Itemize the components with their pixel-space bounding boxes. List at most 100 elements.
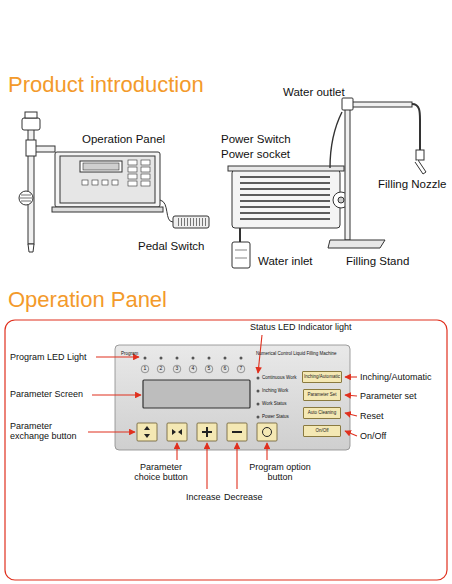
control-panel-circle <box>192 357 195 360</box>
callout-label: On/Off <box>360 431 386 441</box>
status-led-label: Power Status <box>262 415 289 420</box>
callout-arrows-line <box>236 443 237 489</box>
left-machine-rect <box>176 218 206 226</box>
right-machine-rect <box>342 98 353 110</box>
panel-button: Inching/Automatic <box>302 371 342 383</box>
callout-label: Inching/Automatic <box>360 372 432 382</box>
callout-label: Parameter Screen <box>10 389 83 399</box>
panel-print: Numerical Control Liquid Filling Machine <box>256 352 337 357</box>
control-panel-path <box>202 427 212 437</box>
control-panel-circle <box>263 428 272 437</box>
control-panel-circle <box>205 365 213 373</box>
left-machine-rect <box>92 180 98 185</box>
left-machine-rect <box>25 112 37 118</box>
callout-label: Decrease <box>224 492 263 502</box>
control-panel-path <box>172 429 182 435</box>
left-machine-rect <box>173 216 209 228</box>
left-machine-path <box>28 244 34 252</box>
left-machine-rect <box>52 207 163 212</box>
button-text: Inching/Automatic <box>304 375 340 380</box>
control-panel-circle <box>141 365 149 373</box>
callout-arrows-line <box>96 356 139 357</box>
left-machine-rect <box>128 167 137 172</box>
led-number: 1 <box>143 366 148 371</box>
callout-arrows-line <box>345 376 357 377</box>
control-panel-circle <box>189 365 197 373</box>
right-machine-path <box>239 228 241 242</box>
panel-button: Parameter Set <box>303 389 341 401</box>
led-number: 6 <box>223 366 228 371</box>
callout-label: Parameter set <box>360 391 417 401</box>
callout-arrows-line <box>92 394 141 395</box>
control-panel-rect <box>137 423 157 441</box>
control-panel-rect <box>143 380 250 408</box>
panel-button: Auto Cleaning <box>303 407 341 419</box>
right-machine-rect <box>350 102 412 107</box>
callout-arrows-line <box>206 443 207 489</box>
left-machine-path <box>20 195 32 201</box>
led-number: 7 <box>239 366 244 371</box>
button-text: On/Off <box>315 429 328 434</box>
left-machine-path <box>160 200 173 222</box>
right-machine-path <box>415 160 426 174</box>
left-machine <box>19 112 209 252</box>
left-machine-rect <box>128 160 137 165</box>
control-panel-circle <box>208 357 211 360</box>
left-machine-rect <box>102 180 108 185</box>
control-panel-circle <box>240 357 243 360</box>
callout-label: Parameter choice button <box>130 462 192 483</box>
control-panel-rect <box>227 423 247 441</box>
callout-arrows-line <box>266 443 267 460</box>
left-machine-rect <box>128 181 137 186</box>
section-heading: Product introduction <box>8 72 204 97</box>
control-panel-rect <box>257 423 277 441</box>
control-panel-circle <box>237 365 245 373</box>
part-name: Power Switch <box>221 133 291 146</box>
panel-button: On/Off <box>303 425 341 437</box>
left-machine-rect <box>141 174 150 179</box>
part-name: Pedal Switch <box>138 240 204 253</box>
panel-frame-rect <box>5 320 447 580</box>
control-panel-circle <box>160 357 163 360</box>
left-machine-circle <box>19 191 33 205</box>
right-machine-rect <box>232 242 250 268</box>
right-machine-rect <box>240 176 330 222</box>
callout-arrows-line <box>345 431 357 436</box>
right-machine-path <box>330 112 342 168</box>
callout-arrows-line <box>345 413 357 416</box>
left-machine-rect <box>128 174 137 179</box>
left-machine-rect <box>82 180 88 185</box>
control-panel-circle <box>176 357 179 360</box>
part-name: Water outlet <box>283 86 345 99</box>
status-led-label: Continuous Work <box>262 376 296 381</box>
callout-arrows-line <box>176 443 177 460</box>
right-machine-path <box>235 250 247 258</box>
callout-label: Program LED Light <box>10 352 87 362</box>
callout-label: Parameter exchange button <box>10 421 88 442</box>
led-number: 2 <box>159 366 164 371</box>
left-machine-rect <box>141 181 150 186</box>
control-panel-rect <box>167 423 187 441</box>
right-machine-path <box>412 104 420 152</box>
right-machine-rect <box>416 150 424 160</box>
part-name: Operation Panel <box>82 133 165 146</box>
control-panel-circle <box>257 416 260 419</box>
control-panel-path <box>144 426 150 438</box>
part-name: Water inlet <box>258 255 313 268</box>
control-panel-circle <box>224 357 227 360</box>
right-machine-circle <box>338 197 344 203</box>
button-text: Parameter Set <box>307 393 336 398</box>
left-machine-rect <box>22 118 40 130</box>
callout-arrows <box>88 335 357 489</box>
right-machine-rect <box>228 166 344 171</box>
panel-print: Program <box>121 352 138 357</box>
control-panel-circle <box>221 365 229 373</box>
control-panel <box>115 345 350 450</box>
left-machine-rect <box>141 167 150 172</box>
part-name: Filling Stand <box>346 255 409 268</box>
right-machine-polygon <box>328 240 385 248</box>
led-number: 5 <box>207 366 212 371</box>
section-heading: Operation Panel <box>8 287 167 312</box>
callout-label: Reset <box>360 411 384 421</box>
